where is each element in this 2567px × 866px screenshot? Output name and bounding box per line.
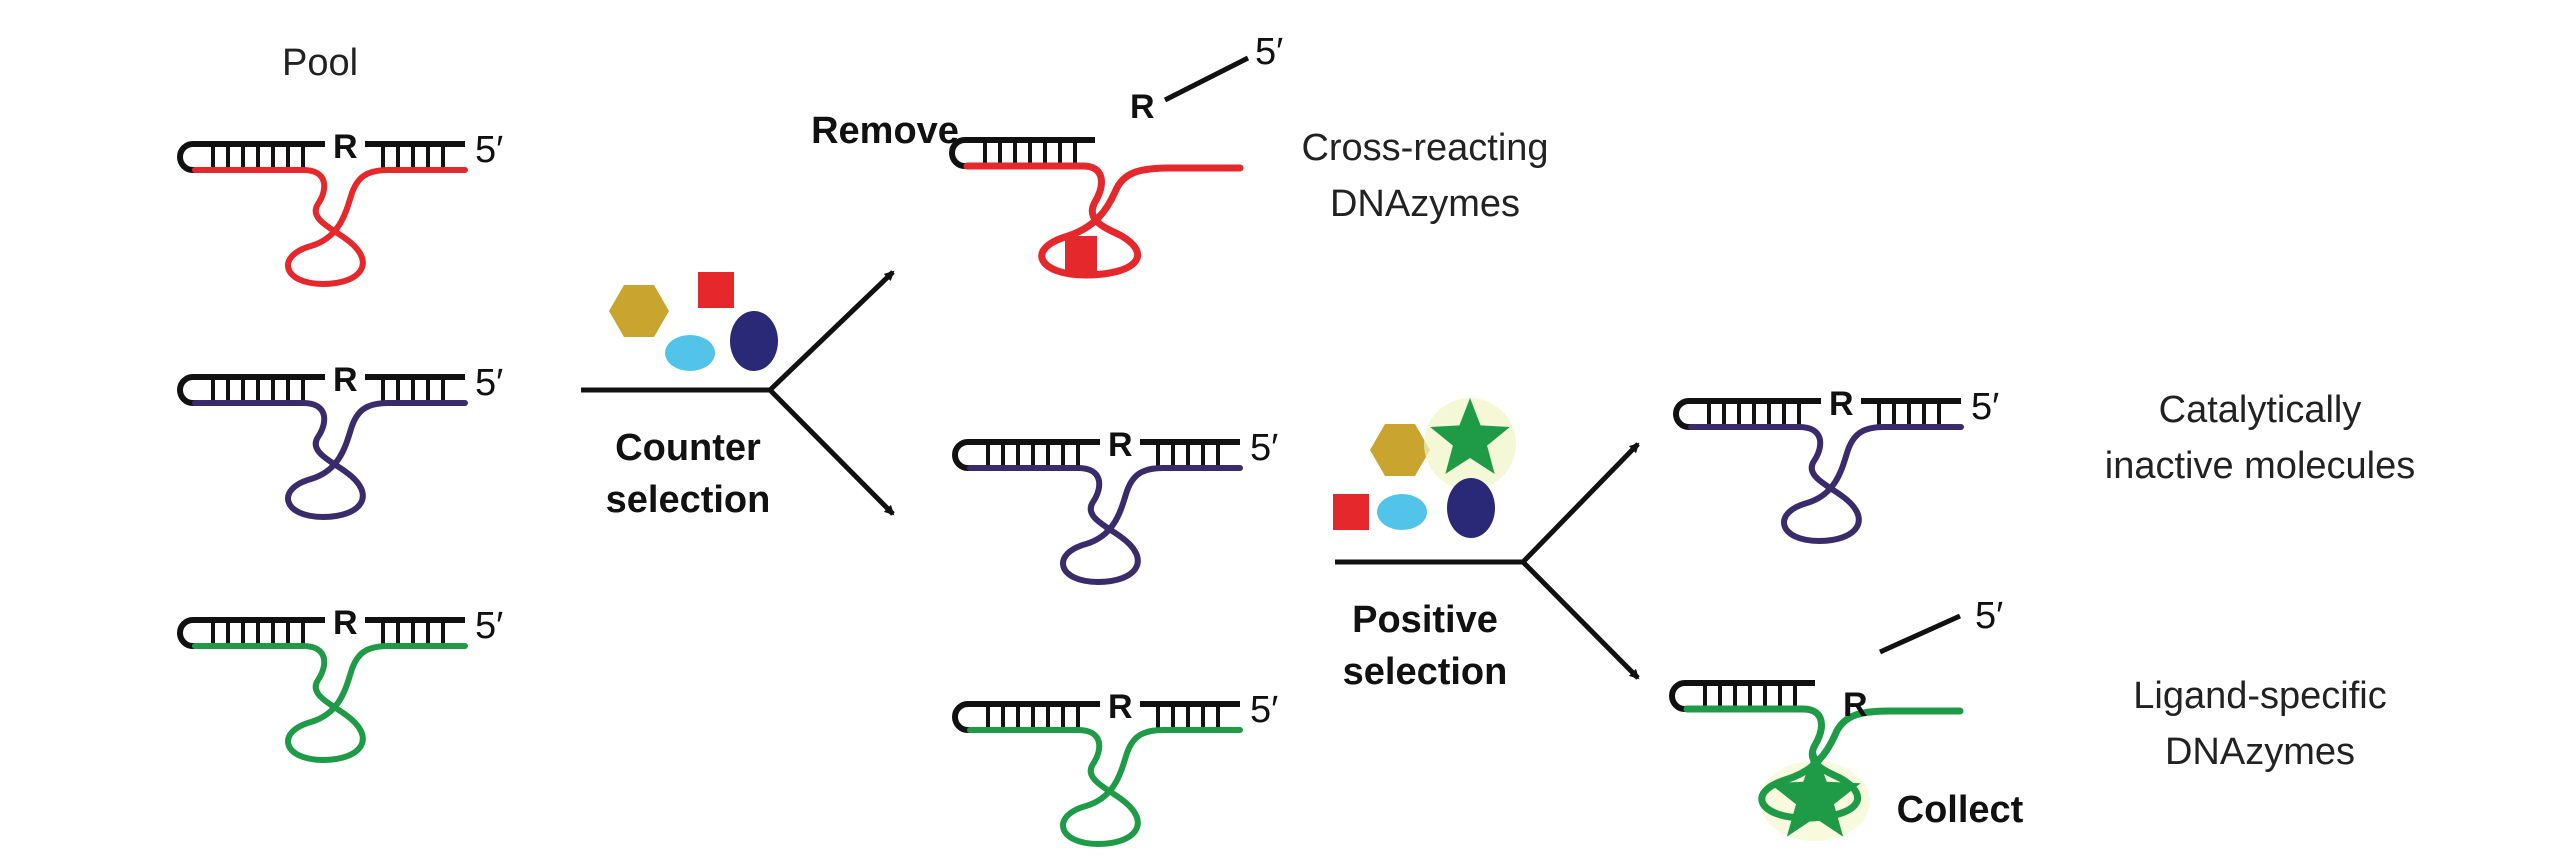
dnazyme-collected-green	[1669, 680, 1964, 841]
bound-star-ligand	[1769, 750, 1861, 837]
five-prime-label: 5′	[1250, 689, 1278, 731]
cleaved-fragment-removed: R 5′	[1130, 31, 1283, 126]
positive-selection-label-2: selection	[1343, 651, 1508, 693]
hexagon-ligand-icon	[609, 285, 669, 337]
navy-oval-ligand-icon	[730, 311, 778, 371]
ribo-label: R	[1108, 688, 1133, 726]
hexagon-ligand-icon	[1370, 424, 1430, 476]
five-prime-label: 5′	[1250, 427, 1278, 469]
ligand-specific-label-2: DNAzymes	[2165, 731, 2355, 773]
dnazyme-counter-purple: R 5′	[952, 426, 1278, 586]
five-prime-label: 5′	[1975, 595, 2003, 637]
five-prime-label: 5′	[1255, 31, 1283, 73]
dnazyme-inactive-purple: R 5′	[1673, 385, 1999, 545]
positive-selection-label: Positive	[1352, 599, 1498, 641]
ribo-label: R	[333, 128, 358, 166]
five-prime-label: 5′	[475, 129, 503, 171]
pool-label: Pool	[282, 42, 358, 84]
ribo-label: R	[1108, 426, 1133, 464]
navy-oval-ligand-icon	[1447, 478, 1495, 538]
cleaved-fragment-collected: R 5′	[1843, 595, 2003, 724]
cyan-oval-ligand-icon	[1377, 494, 1427, 530]
dnazyme-pool-purple: R 5′	[177, 361, 503, 521]
dnazyme-pool-red: R 5′	[177, 128, 503, 288]
inactive-label-2: inactive molecules	[2105, 445, 2415, 487]
five-prime-label: 5′	[1971, 386, 1999, 428]
ribo-label: R	[333, 361, 358, 399]
five-prime-label: 5′	[475, 605, 503, 647]
square-ligand-icon	[698, 272, 734, 308]
star-ligand-icon	[1430, 398, 1510, 474]
ribo-label: R	[333, 604, 358, 642]
positive-selection-arrow	[1335, 442, 1640, 680]
ribo-label: R	[1843, 686, 1868, 724]
counter-selection-label-2: selection	[606, 479, 771, 521]
counter-selection-label: Counter	[615, 427, 761, 469]
dnazyme-pool-green: R 5′	[177, 604, 503, 764]
bound-square-ligand	[1065, 236, 1097, 272]
counter-selection-arrow	[581, 270, 895, 516]
ribo-label: R	[1829, 385, 1854, 423]
collect-label: Collect	[1897, 789, 2024, 831]
ribo-label: R	[1130, 88, 1155, 126]
cross-reacting-label: Cross-reacting	[1301, 127, 1548, 169]
square-ligand-icon	[1333, 494, 1369, 530]
remove-label: Remove	[811, 110, 959, 152]
five-prime-label: 5′	[475, 362, 503, 404]
ligand-specific-label: Ligand-specific	[2133, 675, 2386, 717]
dnazyme-counter-green: R 5′	[952, 688, 1278, 848]
cross-reacting-label-2: DNAzymes	[1330, 183, 1520, 225]
dnazyme-removed-red	[949, 137, 1244, 279]
inactive-label: Catalytically	[2159, 389, 2362, 431]
cyan-oval-ligand-icon	[665, 335, 715, 371]
